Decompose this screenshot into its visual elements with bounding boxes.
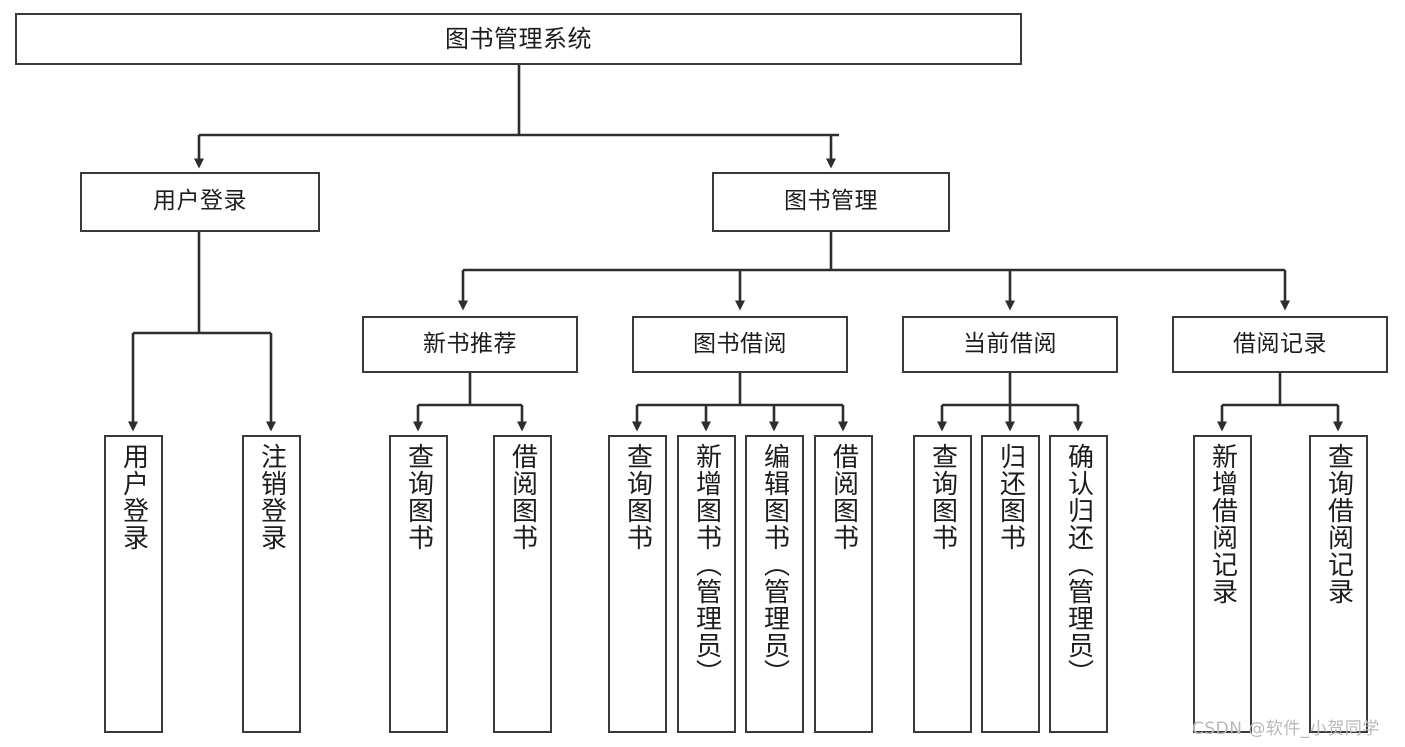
node-label: 借阅图书 bbox=[828, 443, 859, 551]
node-root-book-management-system[interactable]: 图书管理系统 bbox=[15, 13, 1022, 65]
node-label: 查询借阅记录 bbox=[1323, 443, 1354, 605]
node-leaf-edit-book[interactable]: 编辑图书（管理员） bbox=[745, 435, 804, 733]
node-user-login[interactable]: 用户登录 bbox=[80, 172, 320, 232]
node-leaf-return-book[interactable]: 归还图书 bbox=[981, 435, 1040, 733]
node-label: 查询图书 bbox=[927, 443, 958, 551]
node-leaf-query-book-2[interactable]: 查询图书 bbox=[608, 435, 667, 733]
node-label: 归还图书 bbox=[995, 443, 1026, 551]
node-leaf-add-record[interactable]: 新增借阅记录 bbox=[1193, 435, 1252, 733]
node-leaf-add-book[interactable]: 新增图书（管理员） bbox=[677, 435, 736, 733]
node-leaf-user-login[interactable]: 用户登录 bbox=[104, 435, 163, 733]
node-label: 查询图书 bbox=[403, 443, 434, 551]
node-current-borrow[interactable]: 当前借阅 bbox=[902, 316, 1118, 373]
node-leaf-query-record[interactable]: 查询借阅记录 bbox=[1309, 435, 1368, 733]
node-label: 图书管理系统 bbox=[445, 24, 592, 53]
node-label: 查询图书 bbox=[622, 443, 653, 551]
node-label: 新增借阅记录 bbox=[1207, 443, 1238, 605]
node-label: 借阅图书 bbox=[507, 443, 538, 551]
node-label: 新增图书（管理员） bbox=[691, 443, 722, 686]
node-leaf-confirm-return[interactable]: 确认归还（管理员） bbox=[1049, 435, 1108, 733]
node-label: 借阅记录 bbox=[1233, 330, 1327, 357]
node-leaf-logout-login[interactable]: 注销登录 bbox=[242, 435, 301, 733]
node-book-borrow[interactable]: 图书借阅 bbox=[632, 316, 848, 373]
node-label: 编辑图书（管理员） bbox=[759, 443, 790, 686]
node-borrow-record[interactable]: 借阅记录 bbox=[1172, 316, 1388, 373]
node-leaf-query-book-3[interactable]: 查询图书 bbox=[913, 435, 972, 733]
node-label: 新书推荐 bbox=[423, 330, 517, 357]
node-label: 用户登录 bbox=[153, 188, 247, 215]
node-leaf-borrow-book-2[interactable]: 借阅图书 bbox=[814, 435, 873, 733]
node-label: 确认归还（管理员） bbox=[1063, 443, 1094, 686]
node-book-management[interactable]: 图书管理 bbox=[712, 172, 950, 232]
node-new-book-recommend[interactable]: 新书推荐 bbox=[362, 316, 578, 373]
node-label: 图书借阅 bbox=[693, 330, 787, 357]
node-leaf-query-book-1[interactable]: 查询图书 bbox=[389, 435, 448, 733]
node-label: 当前借阅 bbox=[963, 330, 1057, 357]
node-label: 注销登录 bbox=[256, 443, 287, 551]
node-leaf-borrow-book-1[interactable]: 借阅图书 bbox=[493, 435, 552, 733]
node-label: 图书管理 bbox=[784, 188, 878, 215]
node-label: 用户登录 bbox=[118, 443, 149, 551]
csdn-watermark: CSDN @软件_小贺同学 bbox=[1192, 719, 1380, 739]
